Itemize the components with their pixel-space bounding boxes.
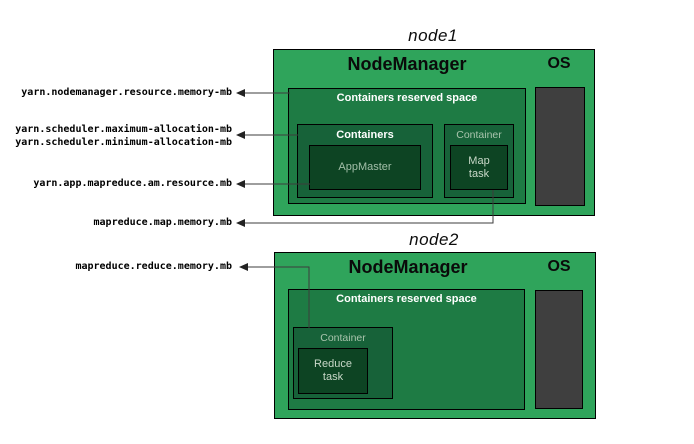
- arrow-left-icon: [236, 180, 245, 188]
- node2-container-label: Container: [320, 332, 366, 344]
- property-label-reduce-memory: mapreduce.reduce.memory.mb: [75, 261, 232, 272]
- node1-container-box: Container Map task: [444, 124, 514, 198]
- node1-container-label: Container: [456, 129, 502, 141]
- property-label-scheduler-maximum-allocation: yarn.scheduler.maximum-allocation-mb: [15, 124, 232, 135]
- node2-nodemanager-label: NodeManager: [348, 257, 468, 277]
- node1-map-task-label: Map task: [468, 154, 490, 180]
- arrow-left-icon: [239, 263, 248, 271]
- property-label-scheduler-minimum-allocation: yarn.scheduler.minimum-allocation-mb: [15, 137, 232, 148]
- node1-reserved-label: Containers reserved space: [336, 92, 478, 104]
- arrow-left-icon: [236, 89, 245, 97]
- node1-containers-reserved-space: Containers reserved space Containers App…: [288, 88, 526, 204]
- node2-os-label: OS: [547, 258, 571, 275]
- property-label-am-resource: yarn.app.mapreduce.am.resource.mb: [33, 178, 232, 189]
- arrow-left-icon: [236, 219, 245, 227]
- node1-box: NodeManager OS Containers reserved space…: [273, 49, 595, 216]
- node1-appmaster-box: AppMaster: [309, 145, 421, 190]
- property-label-nodemanager-resource-memory: yarn.nodemanager.resource.memory-mb: [21, 87, 232, 98]
- property-label-map-memory: mapreduce.map.memory.mb: [93, 217, 232, 228]
- node1-os-memory-rect: [535, 87, 585, 206]
- node1-containers-box: Containers AppMaster: [297, 124, 433, 198]
- node1-nodemanager-label: NodeManager: [347, 54, 467, 74]
- node2-reduce-task-box: Reduce task: [298, 348, 368, 394]
- node2-container-box: Container Reduce task: [293, 327, 393, 399]
- arrow-left-icon: [236, 131, 245, 139]
- node2-reserved-label: Containers reserved space: [336, 293, 477, 305]
- node1-appmaster-label: AppMaster: [338, 161, 392, 173]
- node2-box: NodeManager OS Containers reserved space…: [274, 252, 596, 419]
- node1-map-task-box: Map task: [450, 145, 508, 190]
- node2-title: node2: [409, 230, 459, 249]
- node2-reduce-task-label: Reduce task: [314, 358, 352, 383]
- node1-containers-label: Containers: [336, 129, 394, 141]
- node1-title: node1: [408, 26, 458, 45]
- node1-os-label: OS: [547, 55, 571, 72]
- node2-containers-reserved-space: Containers reserved space Container Redu…: [288, 289, 525, 410]
- node2-os-memory-rect: [535, 290, 583, 409]
